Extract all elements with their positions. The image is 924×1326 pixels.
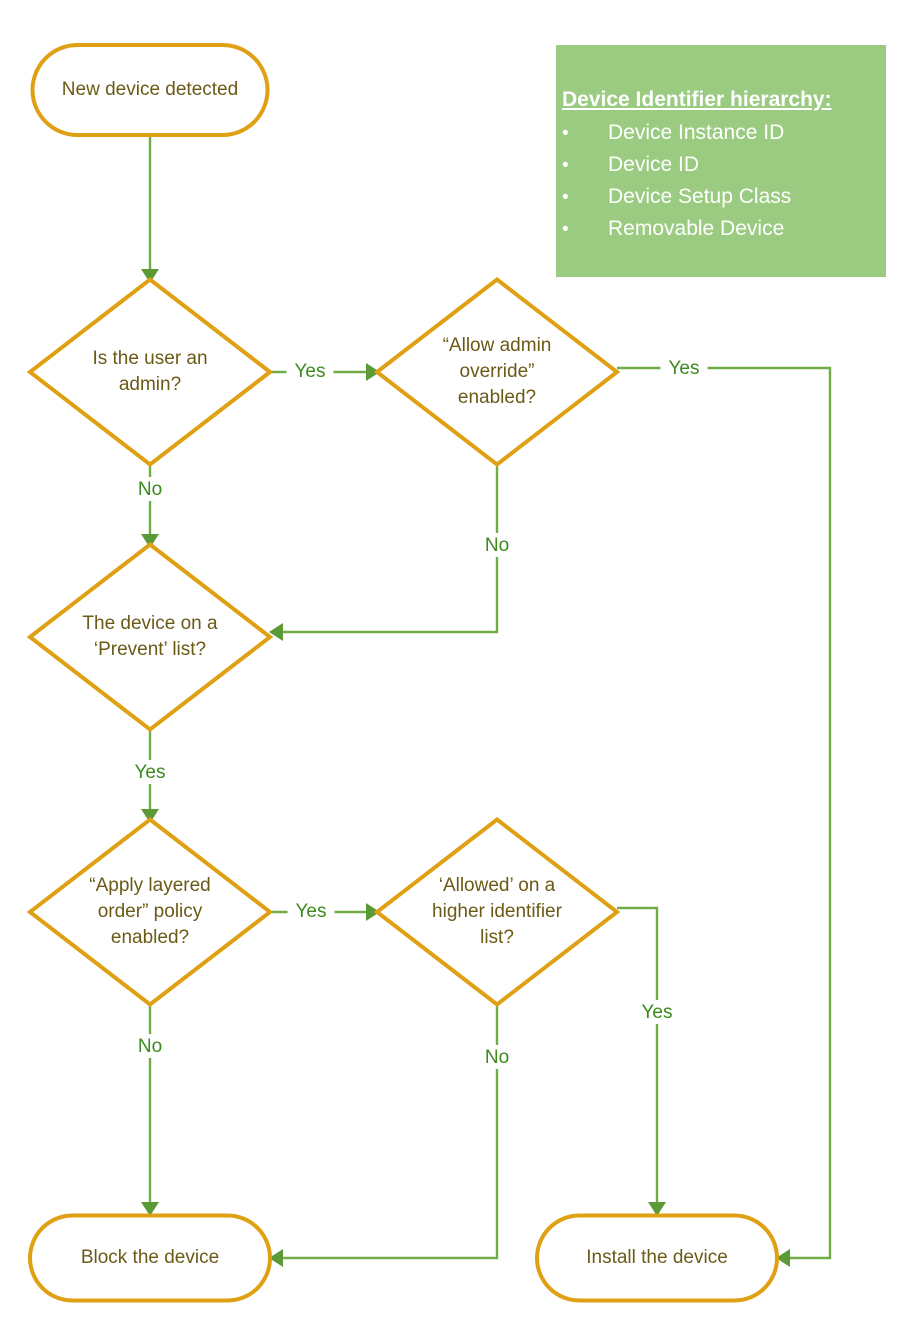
edge-admin_override-no-prevent: No — [269, 465, 515, 641]
legend-item-label: Device Setup Class — [608, 185, 792, 209]
node-label-line: Install the device — [586, 1247, 728, 1268]
node-label-line: list? — [480, 927, 514, 948]
edge-label: No — [138, 479, 162, 500]
edge-arrowhead — [141, 1202, 159, 1216]
edge-label-backdrop — [660, 356, 708, 380]
edge-arrowhead — [648, 1202, 666, 1216]
node-prevent_list[interactable]: The device on a ‘Prevent’ list? — [26, 541, 274, 733]
edge-label: Yes — [642, 1002, 673, 1023]
edge-allowed_higher-yes-install: Yes — [617, 906, 681, 1216]
node-start[interactable]: New device detected — [30, 43, 270, 137]
legend-item-label: Device Instance ID — [608, 121, 785, 145]
bullet-icon: • — [562, 123, 569, 145]
legend-item: • Device Instance ID — [556, 117, 886, 149]
node-block[interactable]: Block the device — [28, 1213, 272, 1303]
edge-layered-yes-allowed_higher: Yes — [270, 899, 380, 923]
node-label-line: enabled? — [111, 927, 189, 948]
edge-label: No — [485, 535, 509, 556]
edge-label: Yes — [296, 901, 327, 922]
edge-is_admin-no-prevent_list: No — [132, 465, 168, 548]
edge-label-backdrop — [126, 760, 174, 784]
decision-shape — [26, 541, 274, 733]
node-label-line: admin? — [119, 374, 181, 395]
edge-arrowhead — [141, 269, 159, 283]
bullet-icon: • — [562, 219, 569, 241]
decision-shape — [26, 276, 274, 468]
node-label-line: “Apply layered — [89, 875, 210, 896]
edge-label-backdrop — [479, 533, 515, 557]
node-label-line: “Allow admin — [443, 335, 552, 356]
edge-label-backdrop — [286, 359, 334, 383]
terminator-shape — [28, 1213, 272, 1303]
edge-label-backdrop — [479, 1045, 515, 1069]
bullet-icon: • — [562, 155, 569, 177]
decision-shape — [373, 276, 621, 468]
edge-path — [617, 366, 832, 1260]
edge-path — [272, 465, 499, 634]
decision-shape — [373, 816, 621, 1008]
edge-prevent_list-yes-layered: Yes — [126, 730, 174, 823]
node-label-line: ‘Allowed’ on a — [439, 875, 556, 896]
legend-item: • Removable Device — [556, 213, 886, 245]
bullet-icon: • — [562, 187, 569, 209]
edge-admin_override-yes-install: Yes — [617, 356, 832, 1267]
node-is_admin[interactable]: Is the user an admin? — [26, 276, 274, 468]
legend-item-label: Removable Device — [608, 217, 785, 241]
edge-path — [617, 906, 659, 1213]
edge-path — [272, 1005, 499, 1260]
nodes-layer: New device detected Is the user an admin? “… — [26, 43, 779, 1303]
edge-label: Yes — [295, 361, 326, 382]
legend-item: • Device ID — [556, 149, 886, 181]
edge-arrowhead — [366, 903, 380, 921]
edge-label: Yes — [135, 762, 166, 783]
edge-arrowhead — [141, 534, 159, 548]
node-label-line: override” — [460, 361, 535, 382]
legend-list: • Device Instance ID • Device ID • Device Set… — [556, 117, 886, 245]
edge-arrowhead — [269, 1249, 283, 1267]
node-label-line: enabled? — [458, 387, 536, 408]
edge-allowed_higher-no-block: No — [269, 1005, 515, 1267]
edge-label-backdrop — [132, 477, 168, 501]
terminator-shape — [535, 1213, 779, 1303]
node-label-line: order” policy — [98, 901, 203, 922]
node-install[interactable]: Install the device — [535, 1213, 779, 1303]
node-layered_order[interactable]: “Apply layered order” policy enabled? — [26, 816, 274, 1008]
edge-layered-no-block: No — [132, 1005, 168, 1216]
edge-start-to-is_admin — [141, 135, 159, 283]
edge-is_admin-yes-admin_override: Yes — [270, 359, 380, 383]
edge-label-backdrop — [633, 1000, 681, 1024]
edge-label: No — [485, 1047, 509, 1068]
edge-arrowhead — [366, 363, 380, 381]
legend-title: Device Identifier hierarchy: — [562, 88, 832, 111]
node-label-line: higher identifier — [432, 901, 563, 922]
node-admin_override[interactable]: “Allow admin override” enabled? — [373, 276, 621, 468]
edge-label: Yes — [669, 358, 700, 379]
node-label-line: Is the user an — [92, 348, 207, 369]
edge-label-backdrop — [287, 899, 335, 923]
edge-label-backdrop — [132, 1034, 168, 1058]
edge-arrowhead — [141, 809, 159, 823]
edge-arrowhead — [269, 623, 283, 641]
decision-shape — [26, 816, 274, 1008]
edge-label: No — [138, 1036, 162, 1057]
edge-arrowhead — [776, 1249, 790, 1267]
legend-panel: Device Identifier hierarchy: • Device Ins… — [556, 45, 886, 277]
terminator-shape — [30, 43, 270, 137]
legend-item-label: Device ID — [608, 153, 700, 177]
node-label-line: The device on a — [82, 613, 218, 634]
node-label-line: Block the device — [81, 1247, 219, 1268]
legend-item: • Device Setup Class — [556, 181, 886, 213]
node-allowed_higher[interactable]: ‘Allowed’ on a higher identifier list? — [373, 816, 621, 1008]
node-label-line: ‘Prevent’ list? — [94, 639, 206, 660]
node-label-line: New device detected — [62, 79, 238, 100]
